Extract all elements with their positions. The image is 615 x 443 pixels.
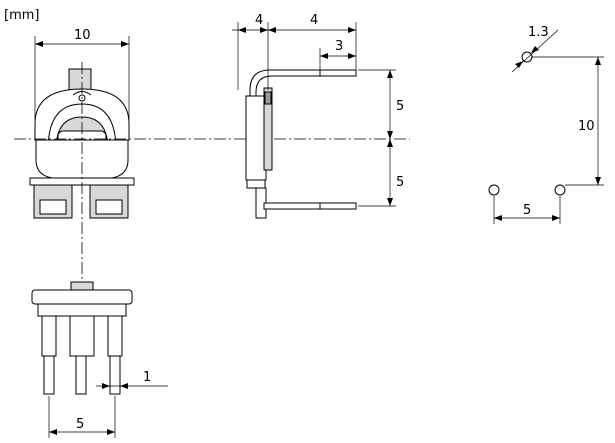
dim-lead-end: 3 bbox=[335, 39, 343, 54]
pin-left-upper bbox=[41, 315, 57, 357]
wiper-dot bbox=[78, 94, 86, 102]
dim-10v-arrow-bottom bbox=[595, 177, 601, 185]
dim-vertical-spacing: 10 bbox=[578, 119, 595, 134]
side-view: 4 4 3 5 5 bbox=[232, 13, 404, 219]
dim-10-arrow-left bbox=[35, 41, 43, 47]
dim-3-arrow-right bbox=[348, 53, 356, 59]
dim-5a-arrow-bottom bbox=[387, 131, 393, 139]
dim-pin-spacing: 5 bbox=[76, 417, 84, 432]
pin-left-lower bbox=[43, 355, 55, 395]
pin-right-upper bbox=[107, 315, 123, 357]
dim-lead-spacing-top: 4 bbox=[255, 13, 263, 28]
dim-pitch-upper: 5 bbox=[396, 99, 404, 114]
hole-top bbox=[521, 51, 533, 63]
pin-center-upper bbox=[69, 315, 95, 357]
dim-5b-arrow-bottom bbox=[387, 198, 393, 206]
dim-5f-arrow-left bbox=[494, 215, 502, 221]
terminal-left-pad bbox=[39, 199, 67, 215]
dim-hole-diameter: 1.3 bbox=[528, 25, 549, 40]
lead-upper-outer bbox=[249, 69, 356, 178]
dim-5b-arrow-top bbox=[387, 139, 393, 147]
footprint-view: 1.3 10 5 bbox=[488, 25, 604, 224]
dim-1-3-arrow-a bbox=[515, 61, 523, 68]
bottom-body bbox=[31, 289, 133, 305]
dim-10-arrow-right bbox=[121, 41, 129, 47]
bottom-base bbox=[37, 303, 127, 317]
dim-4b-arrow bbox=[268, 27, 276, 33]
dim-body-offset: 4 bbox=[310, 13, 318, 28]
dim-1-arrow-left bbox=[102, 383, 110, 389]
dim-body-width: 10 bbox=[74, 28, 91, 43]
bottom-view: 1 5 bbox=[31, 281, 168, 438]
pin-center-lower bbox=[75, 355, 87, 395]
dim-4a-arrow bbox=[238, 27, 246, 33]
dim-4b-arrow-right bbox=[348, 27, 356, 33]
terminal-right-pad bbox=[95, 199, 123, 215]
hole-right bbox=[554, 184, 566, 196]
dim-horizontal-spacing: 5 bbox=[523, 203, 531, 218]
lead-lower-tip bbox=[319, 202, 357, 210]
dim-1-3-arrow-b bbox=[531, 46, 539, 53]
dim-3-arrow-left bbox=[320, 53, 328, 59]
lead-upper-tip bbox=[319, 69, 357, 77]
dim-5a-arrow-top bbox=[387, 70, 393, 78]
dim-5h-arrow-left bbox=[49, 429, 57, 435]
hole-left bbox=[488, 184, 500, 196]
unit-label: [mm] bbox=[4, 8, 39, 23]
dim-pin-width: 1 bbox=[143, 370, 151, 385]
pin-right-lower bbox=[109, 355, 121, 395]
lead-upper-inner bbox=[255, 75, 356, 178]
side-rotor-mark bbox=[264, 91, 272, 105]
dim-1-arrow-right bbox=[120, 383, 128, 389]
side-base bbox=[246, 179, 266, 189]
dim-10v-arrow-top bbox=[595, 57, 601, 65]
dim-pitch-lower: 5 bbox=[396, 175, 404, 190]
dim-5h-arrow-right bbox=[107, 429, 115, 435]
dim-4a-arrow-right bbox=[260, 27, 268, 33]
side-body bbox=[245, 95, 267, 181]
dim-5f-arrow-right bbox=[552, 215, 560, 221]
